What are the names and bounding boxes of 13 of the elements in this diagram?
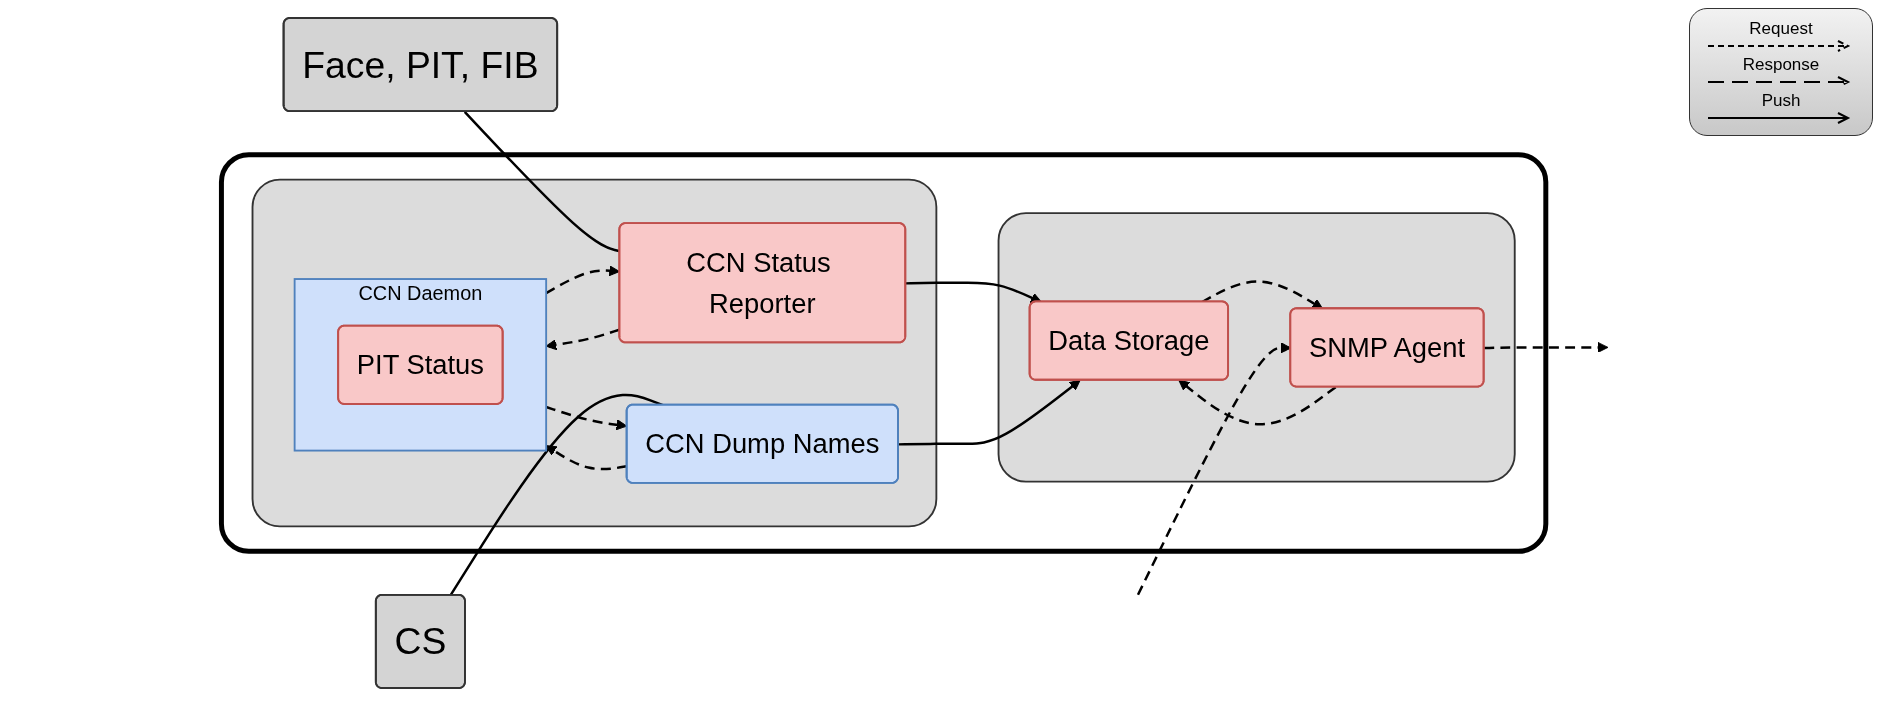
legend-label: Push <box>1761 91 1801 111</box>
arrow <box>1177 379 1336 426</box>
cluster <box>218 151 1548 554</box>
arrow <box>898 379 1080 446</box>
cluster <box>251 178 937 527</box>
arrow <box>905 281 1042 303</box>
connector <box>448 393 663 596</box>
legend-label: Request <box>1749 19 1813 39</box>
cluster <box>997 211 1516 483</box>
legend-label: Response <box>1742 55 1820 75</box>
arrow <box>545 444 627 470</box>
arrow <box>545 405 627 430</box>
arrow <box>1483 341 1608 353</box>
